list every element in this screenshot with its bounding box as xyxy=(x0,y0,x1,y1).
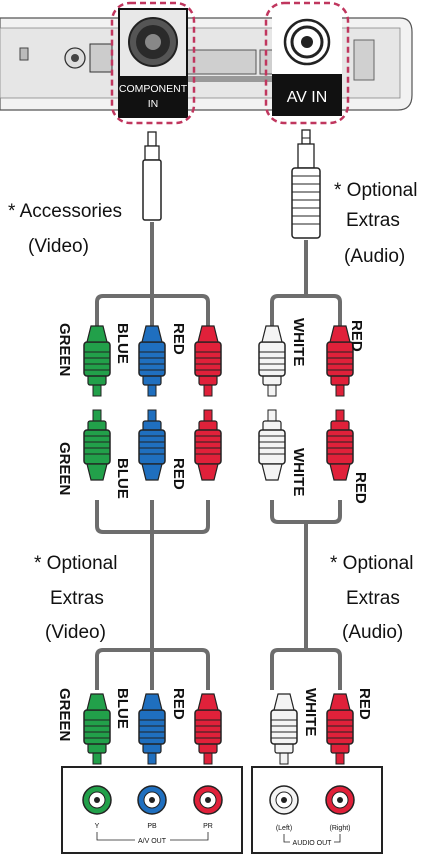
label-green: GREEN xyxy=(56,688,73,741)
label-green: GREEN xyxy=(56,442,73,495)
blue-rca-plug xyxy=(138,325,166,397)
av-in-label: AV IN xyxy=(287,89,328,106)
av-in-port: AV IN xyxy=(272,12,342,116)
callout-optional-video: * Optional Extras (Video) xyxy=(34,553,117,643)
callout-optional-audio-bottom: * Optional Extras (Audio) xyxy=(330,553,413,643)
component-in-label-line1: COMPONENT xyxy=(119,83,188,95)
label-red: RED xyxy=(352,472,369,504)
optional-audio-bottom-line3: (Audio) xyxy=(342,622,403,643)
callout-optional-audio-top: * Optional Extras (Audio) xyxy=(334,180,417,267)
av-out-panel: Y PB PR A/V OUT xyxy=(61,766,243,854)
cables xyxy=(95,222,342,690)
label-red: RED xyxy=(170,688,187,720)
optional-video-line2: Extras xyxy=(50,588,104,609)
label-blue: BLUE xyxy=(114,323,131,364)
accessories-line1: * Accessories xyxy=(8,201,122,222)
y-label: Y xyxy=(95,823,100,830)
optional-audio-top-line2: Extras xyxy=(346,210,400,231)
av-out-label: A/V OUT xyxy=(138,838,167,845)
optional-audio-top-line3: (Audio) xyxy=(344,246,405,267)
label-red: RED xyxy=(348,320,365,352)
label-red: RED xyxy=(170,458,187,490)
optional-audio-bottom-line2: Extras xyxy=(346,588,400,609)
optional-audio-top-line1: * Optional xyxy=(334,180,417,201)
red-rca-plug xyxy=(326,693,354,765)
optional-video-line1: * Optional xyxy=(34,553,117,574)
projector-device xyxy=(0,17,413,111)
plug-labels: GREEN BLUE RED WHITE RED GREEN BLUE RED … xyxy=(56,318,373,741)
label-blue: BLUE xyxy=(114,688,131,729)
label-blue: BLUE xyxy=(114,458,131,499)
white-rca-plug xyxy=(258,409,286,481)
component-highlight-ring xyxy=(110,1,196,125)
callout-accessories: * Accessories (Video) xyxy=(8,201,122,257)
label-red: RED xyxy=(170,323,187,355)
audio-out-label: AUDIO OUT xyxy=(293,840,333,847)
accessories-line2: (Video) xyxy=(28,236,89,257)
audio-out-panel: (Left) (Right) AUDIO OUT xyxy=(251,766,383,854)
blue-rca-plug xyxy=(138,409,166,481)
red-rca-plug xyxy=(194,693,222,765)
label-red: RED xyxy=(356,688,373,720)
white-rca-plug xyxy=(270,693,298,765)
label-white: WHITE xyxy=(302,688,319,736)
label-green: GREEN xyxy=(56,323,73,376)
green-rca-plug xyxy=(83,693,111,765)
optional-audio-bottom-line1: * Optional xyxy=(330,553,413,574)
left-label: (Left) xyxy=(276,825,292,832)
audio-jack-plug xyxy=(291,129,321,239)
right-label: (Right) xyxy=(329,825,350,832)
white-rca-plug xyxy=(258,325,286,397)
red-rca-plug xyxy=(194,325,222,397)
red-rca-plug xyxy=(326,409,354,481)
component-in-label-line2: IN xyxy=(148,98,159,110)
av-in-highlight-ring xyxy=(264,1,350,125)
green-rca-plug xyxy=(83,409,111,481)
label-white: WHITE xyxy=(290,448,307,496)
green-rca-plug xyxy=(83,325,111,397)
blue-rca-plug xyxy=(138,693,166,765)
component-in-port: COMPONENT IN xyxy=(118,8,188,118)
optional-video-line3: (Video) xyxy=(45,622,106,643)
label-white: WHITE xyxy=(290,318,307,366)
pb-label: PB xyxy=(147,823,157,830)
red-rca-plug xyxy=(194,409,222,481)
component-jack-plug xyxy=(142,131,162,221)
pr-label: PR xyxy=(203,823,213,830)
